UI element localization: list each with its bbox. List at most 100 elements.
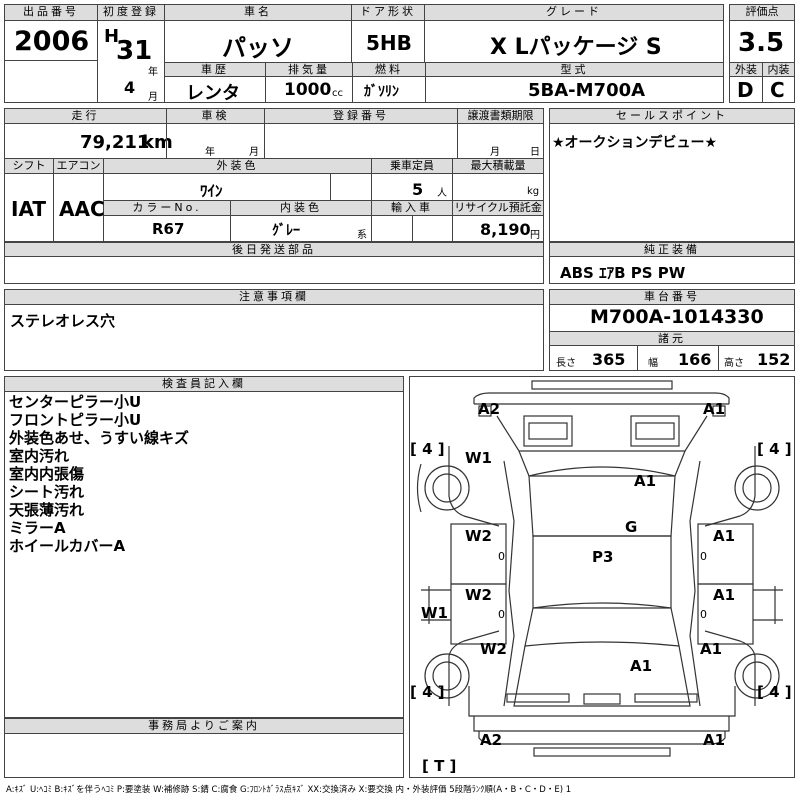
score: 3.5 xyxy=(738,28,785,58)
mark-tire-fl: [ 4 ] xyxy=(410,440,445,458)
height-label: 高さ xyxy=(724,358,744,369)
mark-rear-left: A2 xyxy=(480,731,503,749)
displacement: 1000 xyxy=(284,80,332,100)
door-label: ドア形状 xyxy=(352,5,424,21)
car-name-label: 車名 xyxy=(165,5,351,21)
year-unit: 年 xyxy=(148,67,158,78)
reg-year: 31 xyxy=(116,36,153,66)
note-line: 室内内張傷 xyxy=(9,465,85,483)
tire-rl xyxy=(424,653,470,699)
mark-windshield: A1 xyxy=(634,472,657,490)
roof xyxy=(532,535,672,609)
capacity-label: 乗車定員 xyxy=(372,159,452,174)
chassis-label: 車台番号 xyxy=(550,290,794,305)
inspector-label: 検査員記入欄 xyxy=(5,377,403,392)
first-reg-label: 初度登録 xyxy=(98,5,164,21)
grade-label: グレード xyxy=(425,5,723,21)
displacement-label: 排気量 xyxy=(266,63,352,77)
car-diagram xyxy=(416,380,783,757)
int-color: ｸﾞﾚｰ xyxy=(272,223,300,239)
color-no-label: カラーNo. xyxy=(104,201,230,216)
note-line: 外装色あせ、うすい線キズ xyxy=(9,429,190,447)
mark-door-fr: A1 xyxy=(713,527,736,545)
note-line: 室内汚れ xyxy=(9,447,70,465)
office-label: 事務局よりご案内 xyxy=(5,719,403,734)
rear-window xyxy=(524,602,680,647)
dims-label: 諸元 xyxy=(550,331,794,346)
fuel-label: 燃料 xyxy=(353,63,425,77)
import-label: 輸入車 xyxy=(372,201,452,216)
color-no: R67 xyxy=(152,220,185,238)
damage-diagram-panel xyxy=(409,376,795,778)
history: レンタ xyxy=(186,83,240,104)
int-score: C xyxy=(770,78,785,102)
mark-tire-rr: [ 4 ] xyxy=(757,683,792,701)
width-label: 幅 xyxy=(648,358,658,369)
capacity-unit: 人 xyxy=(437,188,447,199)
recycle-label: リサイクル預託金 xyxy=(453,201,543,216)
mark-door-rl-zero: 0 xyxy=(498,608,505,621)
history-label: 車歴 xyxy=(165,63,265,77)
sale-point: ★オークションデビュー★ xyxy=(552,135,718,151)
inspection-label: 車検 xyxy=(167,109,264,124)
mark-mirror-l: W1 xyxy=(465,449,492,467)
transfer-month: 月 xyxy=(490,147,500,158)
reg-month: 4 xyxy=(124,78,136,97)
note-line: ミラーA xyxy=(9,519,66,537)
mark-door-fr-zero: 0 xyxy=(700,550,707,563)
mark-quarter-r: A1 xyxy=(700,640,723,658)
mark-front-left: A2 xyxy=(478,400,501,418)
ac: AAC xyxy=(59,197,105,221)
era: H xyxy=(104,26,120,47)
model: 5BA-M700A xyxy=(528,80,646,101)
note-line: フロントピラー小U xyxy=(9,411,142,429)
month-unit: 月 xyxy=(148,92,158,103)
int-color-unit: 系 xyxy=(357,230,367,241)
mark-rear-right: A1 xyxy=(703,731,726,749)
later-parts-label: 後日発送部品 xyxy=(5,243,543,257)
door-type: 5HB xyxy=(366,31,412,55)
ext-label: 外装 xyxy=(730,63,762,77)
mark-door-rr-zero: 0 xyxy=(700,608,707,621)
mark-door-fl-zero: 0 xyxy=(498,550,505,563)
caution: ステレオレス穴 xyxy=(10,312,116,330)
ext-color-label: 外装色 xyxy=(104,159,371,174)
tire-fr xyxy=(734,465,780,511)
inspector-panel xyxy=(4,376,404,718)
grade: X Lパッケージ S xyxy=(490,35,662,60)
mark-roof-p: P3 xyxy=(592,548,614,566)
mark-trunk: A1 xyxy=(630,657,653,675)
mark-roof-g: G xyxy=(625,518,638,536)
spec-panel xyxy=(4,108,544,242)
length: 365 xyxy=(592,350,626,369)
mark-door-rr: A1 xyxy=(713,586,736,604)
note-line: 天張薄汚れ xyxy=(9,501,85,519)
model-label: 型式 xyxy=(426,63,723,77)
mark-front-right: A1 xyxy=(703,400,726,418)
rear-bumper-bottom xyxy=(533,747,671,757)
legend: A:ｷｽﾞ U:ﾍｺﾐ B:ｷｽﾞを伴うﾍｺﾐ P:要塗装 W:補修跡 S:錆 … xyxy=(6,785,572,795)
equipment: ABS ｴｱB PS PW xyxy=(560,264,686,282)
score-label: 評価点 xyxy=(730,5,794,21)
sale-point-panel xyxy=(549,108,795,242)
mark-door-fl: W2 xyxy=(465,527,492,545)
sale-point-label: セールスポイント xyxy=(550,109,794,124)
load-unit: kg xyxy=(527,186,540,197)
mark-tire-rl: [ 4 ] xyxy=(410,683,445,701)
height: 152 xyxy=(757,350,791,369)
inspection-year: 年 xyxy=(205,147,215,158)
mark-quarter-l: W2 xyxy=(480,640,507,658)
windshield xyxy=(528,466,676,537)
front-bumper-top xyxy=(531,380,673,390)
shift: IAT xyxy=(11,197,47,221)
mark-tire-t: [ T ] xyxy=(422,757,457,775)
ext-score: D xyxy=(737,78,754,102)
caution-label: 注意事項欄 xyxy=(5,290,543,305)
inspector-notes: センターピラー小U フロントピラー小U 外装色あせ、うすい線キズ 室内汚れ 室内… xyxy=(9,393,189,555)
shift-label: シフト xyxy=(5,159,53,174)
mileage-unit: km xyxy=(142,132,173,153)
note-line: シート汚れ xyxy=(9,483,85,501)
recycle-unit: 円 xyxy=(530,230,540,241)
lot-label: 出品番号 xyxy=(5,5,97,21)
lot-number: 2006 xyxy=(14,26,90,57)
